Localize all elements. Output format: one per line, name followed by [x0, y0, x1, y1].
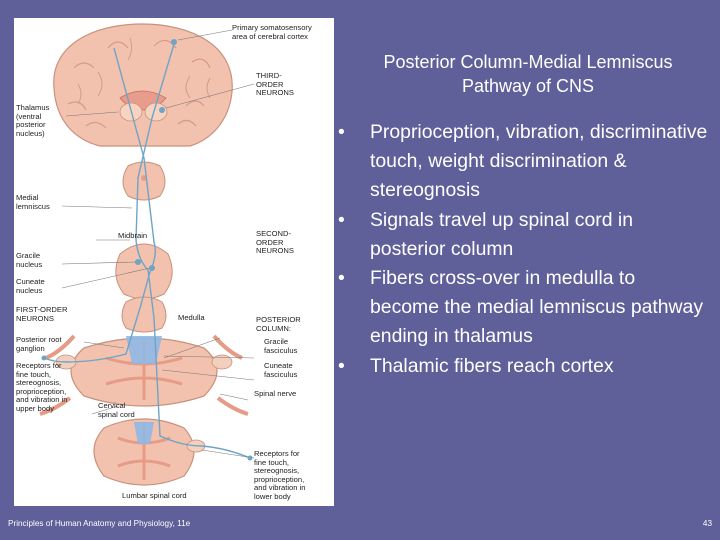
bullet-item: • Proprioception, vibration, discriminati…: [336, 118, 708, 206]
bullet-text: Fibers cross-over in medulla to become t…: [370, 267, 704, 348]
label-posterior-column: POSTERIOR COLUMN:: [256, 315, 301, 333]
callout-lines: [61, 29, 255, 459]
label-posterior-root-ganglion: Posterior root ganglion: [16, 335, 62, 353]
bullet-text: Proprioception, vibration, discriminativ…: [370, 121, 708, 202]
label-first-order-neurons: FIRST-ORDER NEURONS: [16, 305, 68, 323]
anatomy-figure-panel: Primary somatosensory area of cerebral c…: [14, 18, 334, 506]
bullet-glyph: •: [338, 208, 345, 231]
gracile-nucleus-neuron: [135, 259, 141, 265]
anatomy-diagram: [39, 23, 255, 486]
footer-source: Principles of Human Anatomy and Physiolo…: [8, 519, 191, 528]
label-gracile-nucleus: Gracile nucleus: [16, 251, 43, 269]
label-receptors-upper-body: Receptors for fine touch, stereognosis, …: [16, 361, 68, 413]
label-thalamus: Thalamus (ventral posterior nucleus): [16, 103, 50, 138]
label-cuneate-nucleus: Cuneate nucleus: [16, 277, 45, 295]
pathway-lower-body: [135, 43, 251, 459]
page-number: 43: [702, 519, 712, 528]
posterior-column-upper: [126, 336, 162, 364]
medulla-upper: [115, 243, 173, 300]
bullet-glyph: •: [338, 354, 345, 377]
cortex-neuron: [171, 39, 177, 45]
posterior-column-lower: [134, 422, 154, 444]
label-gracile-fasciculus: Gracile fasciculus: [264, 337, 298, 355]
bullet-item: • Thalamic fibers reach cortex: [336, 352, 708, 381]
label-cervical-spinal-cord: Cervical spinal cord: [98, 401, 135, 419]
label-primary-cortex: Primary somatosensory area of cerebral c…: [232, 23, 312, 41]
label-second-order-neurons: SECOND- ORDER NEURONS: [256, 229, 294, 256]
bullet-item: • Fibers cross-over in medulla to become …: [336, 264, 708, 352]
medulla-lower: [121, 296, 167, 333]
cortex-gyri: [77, 37, 211, 105]
bullet-text: Signals travel up spinal cord in posteri…: [370, 208, 633, 260]
bullet-item: • Signals travel up spinal cord in poster…: [336, 206, 708, 264]
bullet-glyph: •: [338, 121, 345, 143]
bullet-list: • Proprioception, vibration, discriminati…: [336, 118, 708, 381]
pathway-upper-body: [43, 47, 157, 363]
label-lumbar-spinal-cord: Lumbar spinal cord: [122, 491, 187, 500]
thalamus-neuron: [159, 107, 165, 113]
label-third-order-neurons: THIRD- ORDER NEURONS: [256, 71, 294, 98]
bullet-glyph: •: [338, 267, 345, 290]
label-receptors-lower-body: Receptors for fine touch, stereognosis, …: [254, 449, 306, 501]
label-midbrain: Midbrain: [118, 231, 148, 240]
slide-title: Posterior Column-Medial Lemniscus Pathwa…: [383, 52, 673, 96]
label-medial-lemniscus: Medial lemniscus: [16, 193, 50, 211]
label-medulla: Medulla: [178, 313, 205, 322]
label-spinal-nerve: Spinal nerve: [254, 389, 297, 398]
label-cuneate-fasciculus: Cuneate fasciculus: [264, 361, 298, 379]
cerebrum: [53, 23, 233, 147]
bullet-text: Thalamic fibers reach cortex: [370, 354, 614, 377]
cervical-spinal-cord: [39, 334, 249, 416]
lumbar-spinal-cord: [93, 418, 206, 486]
